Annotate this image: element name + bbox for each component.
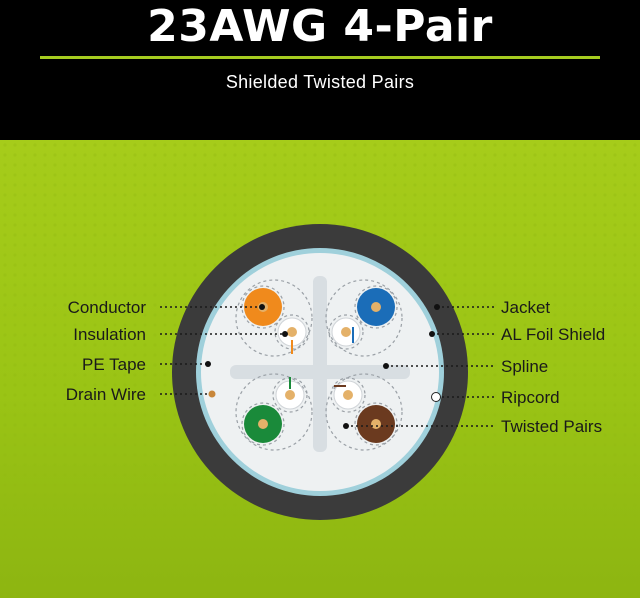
label-ripcord: Ripcord (501, 388, 560, 407)
leader-lines (160, 306, 496, 427)
blue-core (371, 302, 381, 312)
drain-wire (208, 390, 216, 398)
label-spline: Spline (501, 357, 548, 376)
spline-vertical (313, 276, 327, 452)
label-al-foil-shield: AL Foil Shield (501, 325, 605, 344)
spline-horizontal (230, 365, 410, 379)
title-divider (40, 56, 600, 59)
label-twisted-pairs: Twisted Pairs (501, 417, 602, 436)
label-conductor: Conductor (68, 298, 147, 317)
pair-outlines (235, 279, 403, 451)
ripcord (431, 392, 441, 402)
label-jacket: Jacket (501, 298, 550, 317)
label-drain-wire: Drain Wire (66, 385, 146, 404)
label-insulation: Insulation (73, 325, 146, 344)
brown-core (371, 419, 381, 429)
leader-endpoints (205, 304, 440, 429)
green-core (258, 419, 268, 429)
page-title: 23AWG 4-Pair (147, 1, 493, 52)
header: 23AWG 4-Pair Shielded Twisted Pairs (0, 0, 640, 140)
white-conductors (275, 317, 363, 410)
label-pe-tape: PE Tape (82, 355, 146, 374)
page-subtitle: Shielded Twisted Pairs (225, 72, 415, 92)
